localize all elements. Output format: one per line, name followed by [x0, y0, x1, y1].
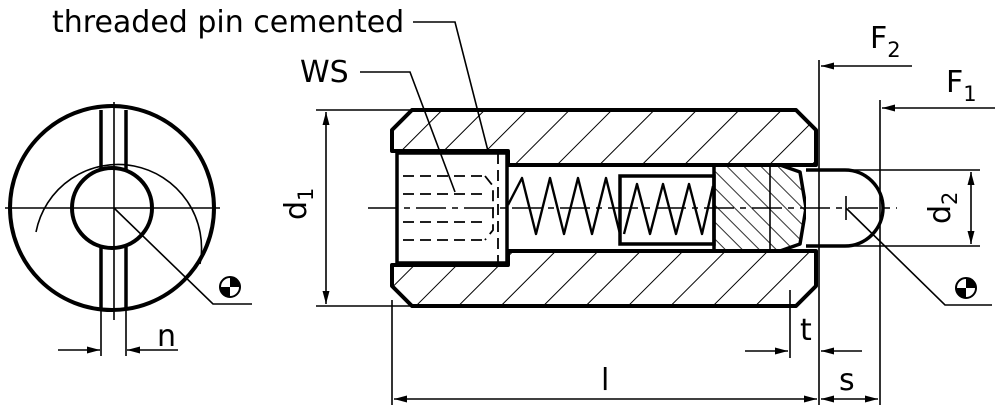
thread-arc: [35, 163, 203, 265]
section-view: [368, 108, 897, 308]
svg-text:d1: d1: [279, 188, 318, 220]
ball-tip: [806, 168, 885, 248]
n-label: n: [157, 319, 176, 354]
threaded-pin-leader: [413, 21, 489, 152]
f2-label: F2: [870, 21, 901, 62]
spring-small: [622, 182, 715, 236]
d1-label: d1: [279, 188, 318, 220]
plunger-sleeve: [618, 174, 716, 246]
symbol-leader-left: [113, 207, 252, 305]
f1-label: F1: [946, 65, 977, 106]
threaded-pin-hidden-lines: [403, 153, 499, 263]
spring-large: [506, 176, 622, 236]
t-label: t: [800, 313, 812, 348]
dimensions: [316, 21, 995, 405]
quarter-circle-symbol-icon: [219, 276, 241, 298]
l-label: l: [601, 363, 609, 398]
end-view: [5, 102, 252, 356]
symbol-leader-right: [845, 207, 992, 306]
s-label: s: [839, 363, 855, 398]
ws-leader: [360, 71, 456, 193]
ws-label: WS: [300, 55, 349, 90]
d2-label: d2: [923, 192, 962, 224]
svg-text:d2: d2: [923, 192, 962, 224]
quarter-circle-symbol-icon: [955, 277, 977, 299]
threaded-pin-label: threaded pin cemented: [52, 5, 404, 40]
